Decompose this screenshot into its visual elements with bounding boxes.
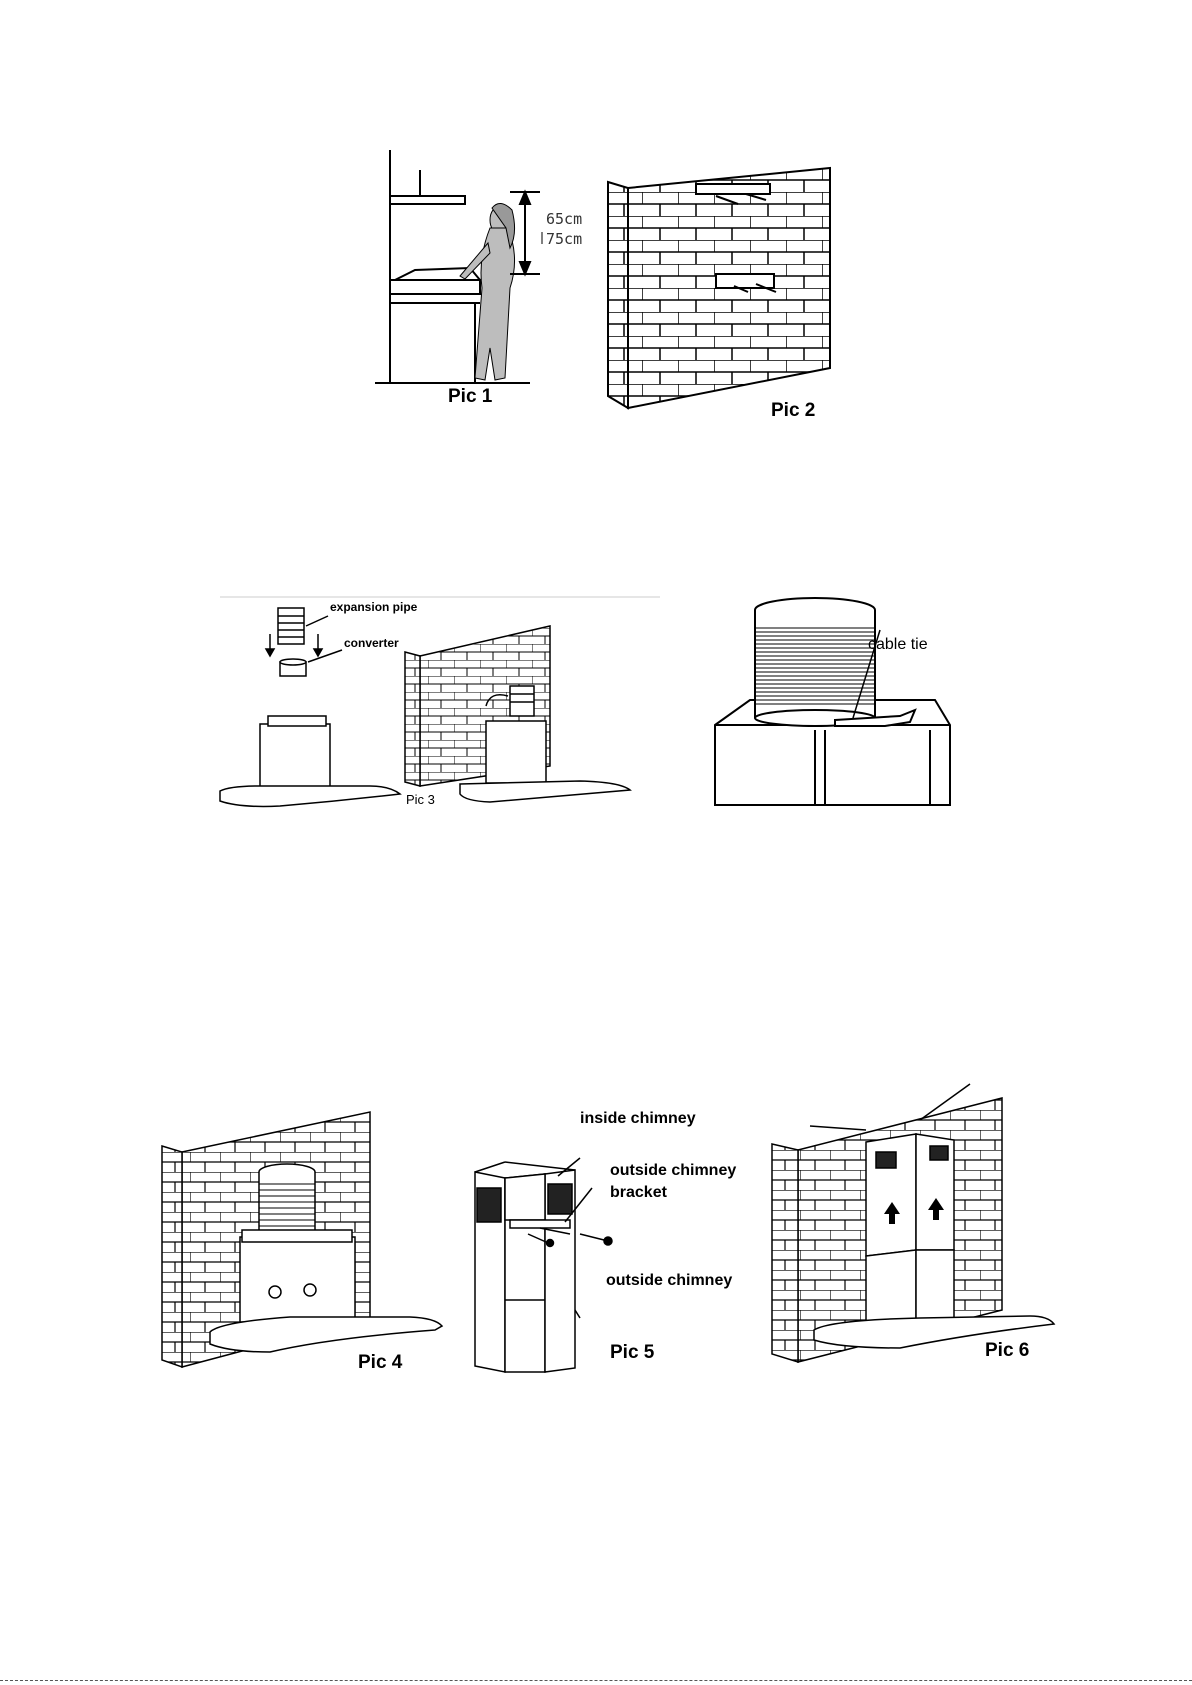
- figure-pic2: Pic 2: [606, 168, 836, 430]
- cable-tie-illustration: [705, 590, 965, 805]
- pic5-outside-chimney-label: outside chimney: [606, 1272, 732, 1290]
- pic1-illustration: [370, 148, 600, 378]
- pic1-caption: Pic 1: [448, 386, 492, 408]
- pic4-illustration: [160, 1112, 450, 1377]
- pic1-dimension-65cm: 65cm: [546, 210, 582, 228]
- cable-tie-label: cable tie: [868, 636, 928, 654]
- pic2-caption: Pic 2: [771, 400, 815, 422]
- pic1-dimension-75cm: 75cm: [546, 230, 582, 248]
- figure-pic5: inside chimney outside chimney bracket o…: [470, 1110, 760, 1375]
- pic2-brick-wall: [606, 168, 836, 408]
- pic3-illustration: [220, 596, 660, 811]
- figure-pic4: Pic 4: [160, 1112, 450, 1377]
- page-bottom-rule: [0, 1680, 1192, 1681]
- figure-pic1: 65cm 75cm Pic 1: [370, 148, 600, 418]
- pic5-outside-chimney-bracket-label-line2: bracket: [610, 1184, 667, 1202]
- pic5-illustration: [470, 1110, 760, 1375]
- pic3-expansion-pipe-label: expansion pipe: [330, 600, 417, 614]
- figure-pic3: expansion pipe converter Pic 3: [220, 596, 660, 811]
- pic5-caption: Pic 5: [610, 1342, 654, 1364]
- figure-cable-tie: cable tie: [705, 590, 965, 805]
- figure-pic6: Pic 6: [770, 1090, 1060, 1370]
- pic4-caption: Pic 4: [358, 1352, 402, 1374]
- pic5-outside-chimney-bracket-label-line1: outside chimney: [610, 1162, 736, 1180]
- pic6-caption: Pic 6: [985, 1340, 1029, 1362]
- pic5-inside-chimney-label: inside chimney: [580, 1110, 696, 1128]
- pic6-illustration: [770, 1090, 1060, 1370]
- pic3-converter-label: converter: [344, 636, 399, 650]
- pic3-caption: Pic 3: [406, 792, 435, 807]
